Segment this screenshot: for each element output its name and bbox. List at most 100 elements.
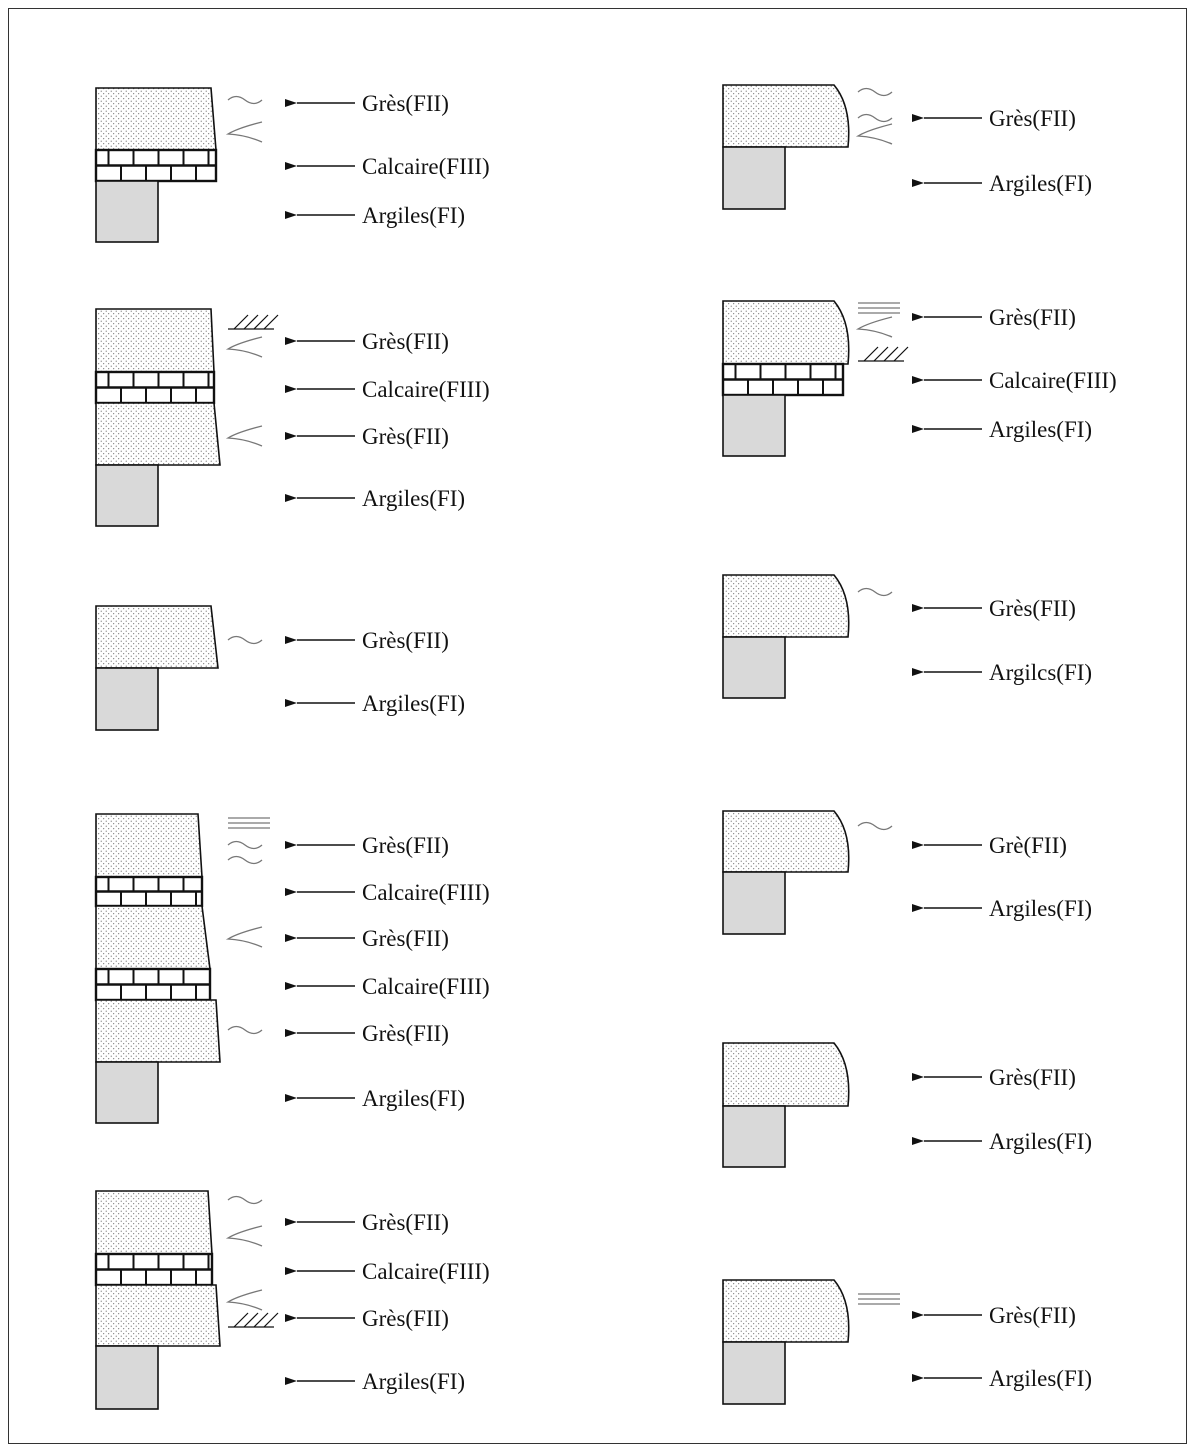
oblique-bedding-icon	[228, 1312, 279, 1328]
facies-label-gr-fii: Grè(FII)	[989, 833, 1067, 858]
clay-layer	[95, 1345, 159, 1410]
limestone-layer	[94, 1252, 214, 1287]
oblique-bedding-icon	[228, 314, 279, 330]
bedding-line	[893, 346, 909, 362]
sequence-r6: Grès(FII) Argiles(FI)	[722, 1279, 1092, 1405]
bedding-line	[263, 1312, 279, 1328]
facies-label-argiles-fi: Argiles(FI)	[989, 896, 1092, 921]
sequence-l2: Grès(FII)Calcaire(FIII)Grès(FII)Argiles(…	[94, 308, 490, 527]
ripple-icon	[227, 855, 263, 865]
sandstone-layer	[95, 813, 203, 878]
facies-label-argiles-fi: Argiles(FI)	[989, 171, 1092, 196]
clay-layer	[95, 667, 159, 731]
cross-bedding-icon	[225, 926, 263, 948]
facies-label-argiles-fi: Argiles(FI)	[362, 203, 465, 228]
facies-label-gr-s-fii: Grès(FII)	[989, 106, 1076, 131]
facies-label-argiles-fi: Argiles(FI)	[362, 1086, 465, 1111]
ripple-icon	[227, 95, 263, 105]
sequence-r1: Grès(FII) Argiles(FI)	[722, 84, 1092, 210]
sequence-l4: Grès(FII)Calcaire(FIII)Grès(FII)Calcaire…	[94, 813, 490, 1124]
facies-label-gr-s-fii: Grès(FII)	[989, 305, 1076, 330]
ripple-icon	[227, 840, 263, 850]
facies-label-argiles-fi: Argiles(FI)	[989, 1366, 1092, 1391]
bedding-line	[253, 314, 269, 330]
facies-label-argiles-fi: Argiles(FI)	[989, 417, 1092, 442]
ripple-icon	[227, 1195, 263, 1205]
bedding-line	[883, 346, 899, 362]
ripple-icon	[857, 113, 893, 123]
clay-layer	[722, 1105, 786, 1168]
facies-label-gr-s-fii: Grès(FII)	[362, 329, 449, 354]
sandstone-layer	[722, 1279, 850, 1343]
planar-bedding-icon	[228, 817, 270, 829]
clay-layer	[95, 1061, 159, 1124]
bedding-line	[253, 1312, 269, 1328]
sandstone-layer	[95, 1190, 213, 1255]
sandstone-layer	[722, 574, 850, 638]
limestone-layer	[721, 362, 845, 397]
cross-bedding-icon	[855, 316, 893, 338]
planar-bedding-icon	[858, 1293, 900, 1305]
sandstone-layer	[95, 905, 211, 970]
sandstone-layer	[722, 810, 850, 873]
facies-label-gr-s-fii: Grès(FII)	[989, 1303, 1076, 1328]
cross-bedding-icon	[225, 121, 263, 143]
clay-layer	[722, 1341, 786, 1405]
sequence-r4: Grè(FII) Argiles(FI)	[722, 810, 1092, 935]
sandstone-layer	[95, 308, 215, 373]
facies-label-calcaire-fiii: Calcaire(FIII)	[362, 880, 490, 905]
sandstone-layer	[95, 999, 221, 1063]
limestone-layer	[94, 370, 216, 405]
ripple-icon	[857, 821, 893, 831]
sequence-r3: Grès(FII) Argilcs(FI)	[722, 574, 1092, 699]
facies-label-gr-s-fii: Grès(FII)	[362, 91, 449, 116]
sequence-l3: Grès(FII)Argiles(FI)	[95, 605, 465, 731]
sandstone-layer	[95, 605, 219, 669]
bedding-line	[863, 346, 879, 362]
bedding-line	[233, 314, 249, 330]
facies-label-calcaire-fiii: Calcaire(FIII)	[362, 1259, 490, 1284]
sequence-r2: Grès(FII) Calcaire(FIII) Argiles(FI)	[721, 300, 1117, 457]
facies-label-argiles-fi: Argiles(FI)	[362, 1369, 465, 1394]
facies-label-gr-s-fii: Grès(FII)	[362, 1210, 449, 1235]
bedding-line	[873, 346, 889, 362]
facies-label-calcaire-fiii: Calcaire(FIII)	[362, 154, 490, 179]
facies-label-gr-s-fii: Grès(FII)	[989, 1065, 1076, 1090]
sandstone-layer	[95, 1284, 221, 1347]
sequence-l1: Grès(FII) Calcaire(FIII) Argiles(FI)	[94, 87, 490, 243]
clay-layer	[95, 464, 159, 527]
limestone-layer	[94, 875, 204, 908]
cross-bedding-icon	[225, 425, 263, 447]
facies-label-argilcs-fi: Argilcs(FI)	[989, 660, 1092, 685]
facies-label-argiles-fi: Argiles(FI)	[989, 1129, 1092, 1154]
facies-label-gr-s-fii: Grès(FII)	[362, 1021, 449, 1046]
sequence-l5: Grès(FII)Calcaire(FIII)Grès(FII)Argiles(…	[94, 1190, 490, 1410]
facies-label-gr-s-fii: Grès(FII)	[989, 596, 1076, 621]
bedding-line	[233, 1312, 249, 1328]
sandstone-layer	[95, 87, 217, 151]
bedding-line	[243, 1312, 259, 1328]
sandstone-layer	[722, 300, 850, 365]
bedding-line	[243, 314, 259, 330]
cross-bedding-icon	[225, 1225, 263, 1247]
sandstone-layer	[722, 1042, 850, 1107]
facies-label-gr-s-fii: Grès(FII)	[362, 833, 449, 858]
figure-frame	[8, 8, 1187, 1444]
limestone-layer	[94, 967, 212, 1002]
oblique-bedding-icon	[858, 346, 909, 362]
ripple-icon	[857, 587, 893, 597]
clay-layer	[722, 636, 786, 699]
sandstone-layer	[722, 84, 850, 148]
sequence-r5: Grès(FII) Argiles(FI)	[722, 1042, 1092, 1168]
ripple-icon	[857, 87, 893, 97]
sandstone-layer	[95, 402, 221, 466]
cross-bedding-icon	[225, 1289, 263, 1311]
facies-label-calcaire-fiii: Calcaire(FIII)	[989, 368, 1117, 393]
facies-label-gr-s-fii: Grès(FII)	[362, 926, 449, 951]
bedding-line	[263, 314, 279, 330]
clay-layer	[722, 394, 786, 457]
cross-bedding-icon	[225, 336, 263, 358]
facies-label-calcaire-fiii: Calcaire(FIII)	[362, 377, 490, 402]
facies-label-argiles-fi: Argiles(FI)	[362, 486, 465, 511]
